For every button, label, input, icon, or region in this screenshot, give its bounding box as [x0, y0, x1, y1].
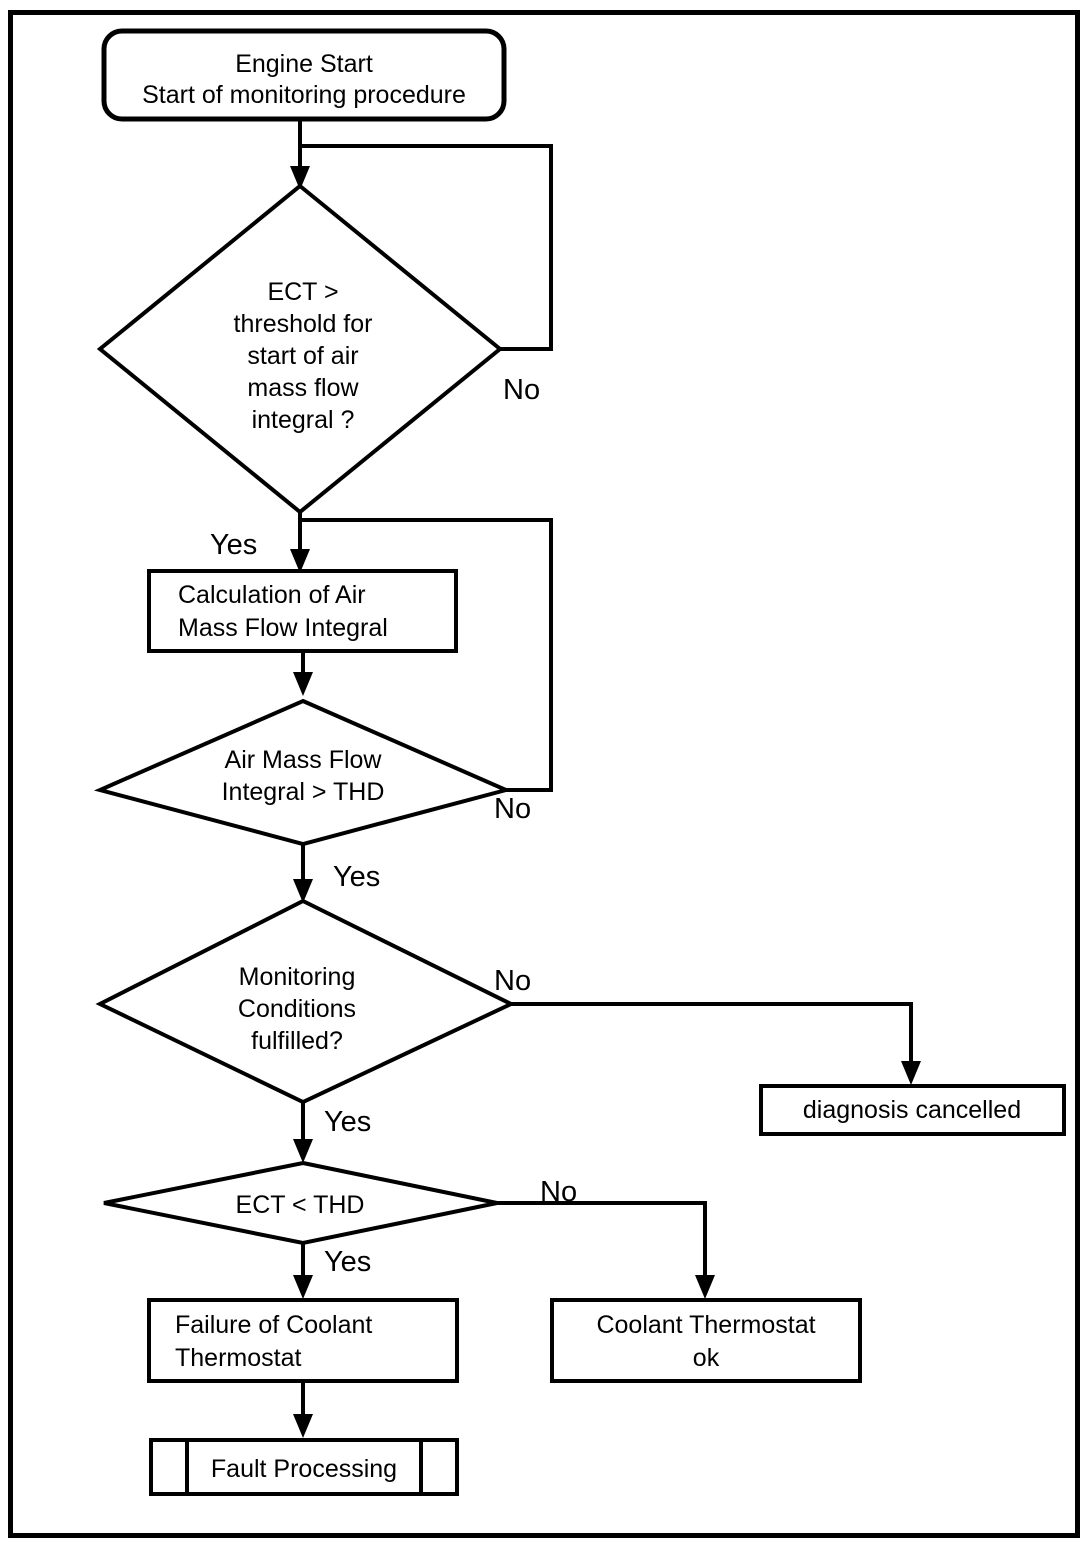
decision-ect-threshold-line3: start of air — [247, 342, 358, 370]
arrowhead-decision1-top — [290, 166, 310, 190]
node-coolant-thermostat-ok[interactable]: Coolant Thermostat ok — [550, 1298, 862, 1383]
branch-label-ect-thd-no: No — [540, 1176, 577, 1208]
node-engine-start[interactable]: Engine Start Start of monitoring procedu… — [101, 28, 507, 122]
decision-monitoring-line3: fulfilled? — [251, 1027, 343, 1055]
decision-ect-threshold-line4: mass flow — [247, 374, 359, 402]
calculation-line1: Calculation of Air — [178, 581, 366, 609]
arrowhead-fault-processing — [293, 1414, 313, 1438]
diagnosis-cancelled-label: diagnosis cancelled — [803, 1096, 1021, 1124]
arrowhead-decision2-top — [293, 672, 313, 696]
decision-integral-thd-shape — [93, 698, 513, 847]
node-decision-monitoring-conditions[interactable]: Monitoring Conditions fulfilled? — [95, 898, 516, 1105]
engine-start-shape — [101, 28, 507, 122]
failure-thermostat-line1: Failure of Coolant — [175, 1311, 372, 1339]
decision-integral-thd-line1: Air Mass Flow — [225, 746, 383, 774]
arrowhead-diagnosis-cancelled — [901, 1061, 921, 1085]
decision-ect-thd-line1: ECT < THD — [236, 1191, 365, 1219]
decision-monitoring-shape — [95, 898, 516, 1105]
thermostat-ok-shape — [550, 1298, 862, 1383]
node-diagnosis-cancelled[interactable]: diagnosis cancelled — [759, 1084, 1066, 1136]
node-failure-coolant-thermostat[interactable]: Failure of Coolant Thermostat — [147, 1298, 459, 1383]
node-decision-ect-threshold[interactable]: ECT > threshold for start of air mass fl… — [96, 183, 504, 515]
engine-start-line1: Engine Start — [235, 50, 373, 78]
branch-label-monitoring-yes: Yes — [324, 1106, 371, 1138]
connector-decision2-no-loop — [300, 518, 553, 792]
failure-thermostat-line2: Thermostat — [175, 1344, 301, 1372]
decision-monitoring-line2: Conditions — [238, 995, 356, 1023]
fault-processing-label: Fault Processing — [211, 1455, 397, 1483]
decision-ect-threshold-line2: threshold for — [234, 310, 373, 338]
branch-label-integral-thd-no: No — [494, 793, 531, 825]
failure-thermostat-shape — [147, 1298, 459, 1383]
decision-ect-threshold-line1: ECT > — [267, 278, 338, 306]
diagnosis-cancelled-shape — [759, 1084, 1066, 1136]
thermostat-ok-line2: ok — [693, 1344, 720, 1372]
engine-start-line2: Start of monitoring procedure — [142, 81, 466, 109]
thermostat-ok-line1: Coolant Thermostat — [596, 1311, 815, 1339]
branch-label-ect-thd-yes: Yes — [324, 1246, 371, 1278]
decision-monitoring-line1: Monitoring — [239, 963, 356, 991]
arrowhead-decision3-top — [293, 879, 313, 903]
connector-decision3-no — [511, 1002, 913, 1070]
branch-label-ect-threshold-yes: Yes — [210, 529, 257, 561]
page-frame — [8, 10, 1080, 1538]
fault-processing-shape — [149, 1438, 459, 1496]
branch-label-integral-thd-yes: Yes — [333, 861, 380, 893]
arrowhead-decision4-top — [293, 1139, 313, 1163]
branch-label-monitoring-no: No — [494, 965, 531, 997]
arrowhead-failure-thermostat — [293, 1275, 313, 1299]
connector-decision1-no-loop — [302, 144, 553, 351]
node-calculation-air-mass-flow[interactable]: Calculation of Air Mass Flow Integral — [147, 569, 458, 653]
calculation-line2: Mass Flow Integral — [178, 614, 388, 642]
decision-ect-thd-shape — [103, 1160, 498, 1246]
arrowhead-thermostat-ok — [695, 1275, 715, 1299]
decision-ect-threshold-line5: integral ? — [252, 406, 355, 434]
connector-decision4-no — [497, 1201, 707, 1283]
decision-ect-threshold-shape — [96, 183, 504, 515]
node-decision-ect-thd[interactable]: ECT < THD — [103, 1160, 498, 1246]
decision-integral-thd-line2: Integral > THD — [222, 778, 385, 806]
arrowhead-process-top — [290, 549, 310, 573]
node-fault-processing[interactable]: Fault Processing — [149, 1438, 459, 1496]
calculation-shape — [147, 569, 458, 653]
branch-label-ect-threshold-no: No — [503, 374, 540, 406]
node-decision-integral-thd[interactable]: Air Mass Flow Integral > THD — [93, 698, 513, 847]
